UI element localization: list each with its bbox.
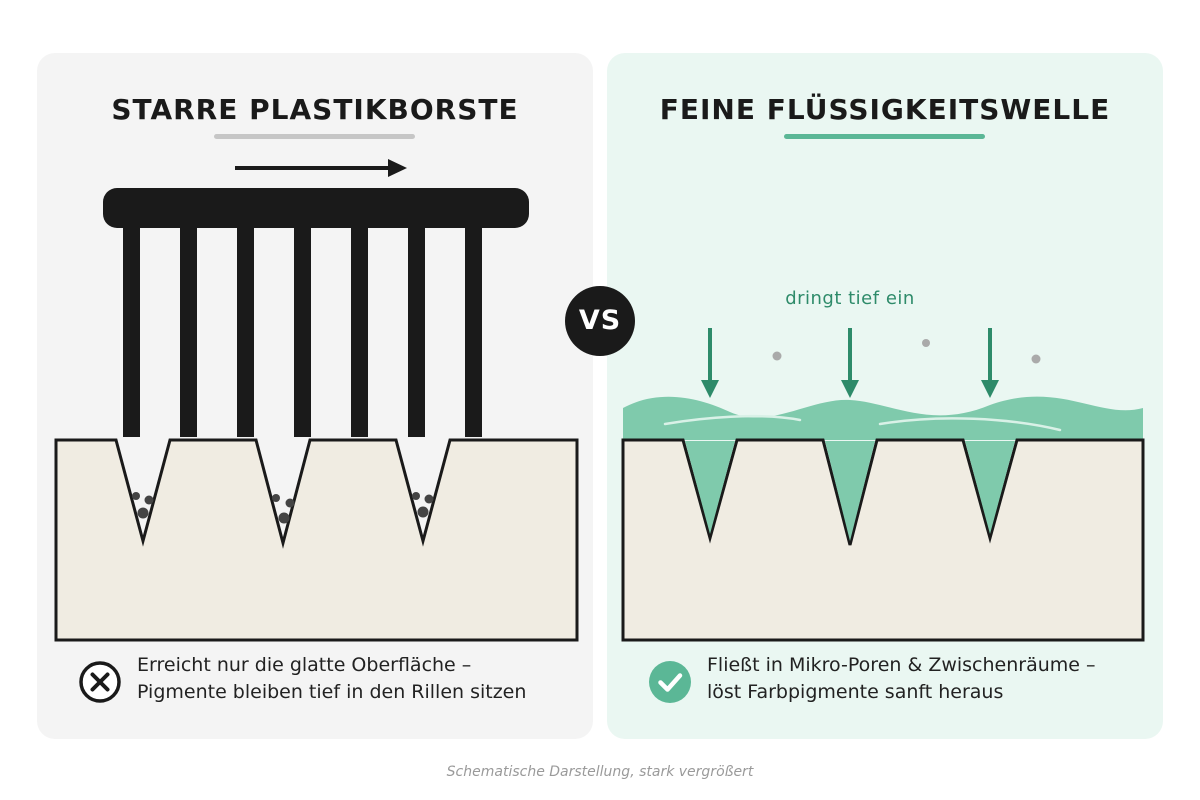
- bristle: [180, 222, 197, 437]
- grooved-surface: [54, 438, 579, 642]
- down-arrow-icon: [981, 328, 999, 398]
- bristle-caption: Erreicht nur die glatte Oberfläche – Pig…: [137, 652, 577, 706]
- wave-highlight: [878, 417, 1062, 432]
- bristle: [123, 222, 140, 437]
- check-circle-icon: [649, 661, 691, 703]
- bristle: [408, 222, 425, 437]
- footnote: Schematische Darstellung, stark vergröße…: [446, 764, 754, 780]
- bristle-caption-line: Erreicht nur die glatte Oberfläche –: [137, 654, 472, 676]
- wave-highlight: [663, 414, 802, 426]
- liquid-panel-title: FEINE FLÜSSIGKEITSWELLE: [659, 93, 1111, 126]
- penetration-annotation: dringt tief ein: [785, 288, 915, 309]
- bristle: [294, 222, 311, 437]
- x-circle-icon: [79, 661, 121, 703]
- trapped-pigments: [132, 492, 434, 524]
- direction-arrow-icon: [235, 159, 407, 177]
- vs-badge: VS: [565, 286, 635, 356]
- down-arrow-icon: [841, 328, 859, 398]
- liquid-title-underline: [784, 134, 985, 139]
- grooved-surface: [621, 438, 1145, 642]
- liquid-caption-line: Fließt in Mikro-Poren & Zwischenräume –: [707, 654, 1096, 676]
- bristle: [351, 222, 368, 437]
- liquid-wave: [623, 396, 1143, 440]
- bristle: [465, 222, 482, 437]
- bristle: [237, 222, 254, 437]
- bristle-title-underline: [214, 134, 415, 139]
- toothbrush-bristles: [103, 188, 529, 437]
- liquid-in-grooves: [685, 441, 1015, 541]
- bristle-caption-line: Pigmente bleiben tief in den Rillen sitz…: [137, 681, 527, 703]
- brush-head: [103, 188, 529, 228]
- bristle-panel-title: STARRE PLASTIKBORSTE: [111, 93, 519, 126]
- down-arrow-icon: [701, 328, 719, 398]
- liquid-caption-line: löst Farbpigmente sanft heraus: [707, 681, 1004, 703]
- loosened-pigments: [772, 339, 1041, 364]
- liquid-caption: Fließt in Mikro-Poren & Zwischenräume – …: [707, 652, 1147, 706]
